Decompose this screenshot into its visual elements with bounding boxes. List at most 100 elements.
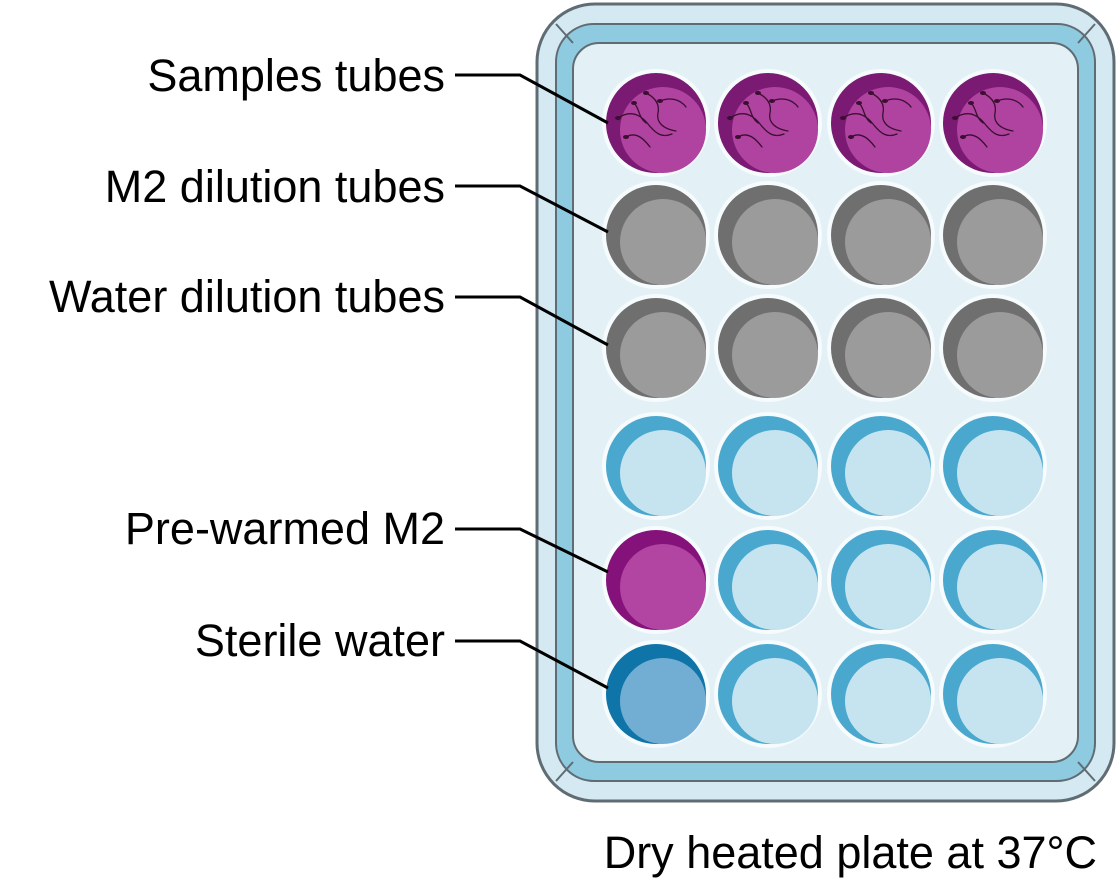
well-empty-r5-c2 <box>714 526 822 634</box>
well-empty-r4-c1 <box>602 412 710 520</box>
specimen-trace <box>842 113 898 137</box>
well-empty-r4-c3 <box>827 412 935 520</box>
well-liquid <box>620 430 706 516</box>
well-liquid <box>957 87 1043 173</box>
specimen-head <box>623 135 629 139</box>
specimen-trace <box>645 92 677 132</box>
well-empty-r6-c3 <box>827 640 935 748</box>
leader-line-m2-dilution-tubes <box>455 184 609 234</box>
specimen-head <box>848 135 854 139</box>
leader-line-samples-tubes <box>455 73 609 125</box>
specimen-head <box>868 91 874 95</box>
specimen-head <box>631 101 637 105</box>
well-sample-r1-c2 <box>714 69 822 177</box>
well-liquid <box>620 199 706 285</box>
well-liquid <box>732 658 818 744</box>
well-gray-r2-c2 <box>714 181 822 289</box>
well-liquid <box>957 199 1043 285</box>
leader-line-sterile-water <box>455 639 609 690</box>
specimen-head <box>960 135 966 139</box>
specimen-head <box>615 116 621 120</box>
label-sterile-water: Sterile water <box>195 615 609 690</box>
well-liquid <box>620 544 706 630</box>
well-liquid <box>845 312 931 398</box>
well-empty-r6-c4 <box>939 640 1047 748</box>
well-liquid <box>620 87 706 173</box>
well-grid <box>602 69 1047 748</box>
heated-plate <box>535 2 1116 803</box>
specimen-trace <box>729 113 785 137</box>
label-pre-warmed-m2-text: Pre-warmed M2 <box>125 503 445 554</box>
well-gray-r2-c1 <box>602 181 710 289</box>
labels: Samples tubes M2 dilution tubes Water di… <box>49 50 609 690</box>
specimen-head <box>735 135 741 139</box>
plate-corner-lines <box>555 23 1096 782</box>
well-liquid <box>845 658 931 744</box>
specimen-head <box>856 101 862 105</box>
well-sample-r1-c4 <box>939 69 1047 177</box>
well-liquid <box>845 544 931 630</box>
specimen-trace <box>870 92 902 132</box>
specimen-head <box>755 91 761 95</box>
well-sample-r1-c3 <box>827 69 935 177</box>
well-liquid <box>845 430 931 516</box>
label-samples-tubes: Samples tubes <box>147 50 609 125</box>
specimen-head <box>657 99 663 103</box>
label-sterile-water-text: Sterile water <box>195 615 445 666</box>
specimen-trace <box>954 113 1010 137</box>
sample-specimen-marks <box>615 91 687 148</box>
specimen-head <box>980 91 986 95</box>
caption: Dry heated plate at 37°C <box>604 827 1097 878</box>
label-samples-tubes-text: Samples tubes <box>147 50 445 101</box>
well-liquid <box>620 658 706 744</box>
well-gray-r3-c2 <box>714 294 822 402</box>
label-water-dilution-tubes-text: Water dilution tubes <box>49 271 445 322</box>
well-water-r6-c1 <box>602 640 710 748</box>
specimen-head <box>994 99 1000 103</box>
sample-specimen-marks <box>727 91 799 148</box>
well-gray-r2-c3 <box>827 181 935 289</box>
specimen-trace <box>617 113 673 137</box>
specimen-trace <box>757 92 789 132</box>
well-m2-r5-c1 <box>602 526 710 634</box>
specimen-trace <box>982 92 1014 132</box>
well-liquid <box>732 87 818 173</box>
label-water-dilution-tubes: Water dilution tubes <box>49 271 609 347</box>
well-liquid <box>957 658 1043 744</box>
well-empty-r5-c3 <box>827 526 935 634</box>
well-sample-r1-c1 <box>602 69 710 177</box>
well-empty-r4-c4 <box>939 412 1047 520</box>
label-pre-warmed-m2: Pre-warmed M2 <box>125 503 609 574</box>
specimen-head <box>727 116 733 120</box>
well-empty-r6-c2 <box>714 640 822 748</box>
specimen-head <box>769 99 775 103</box>
well-liquid <box>957 430 1043 516</box>
well-liquid <box>732 430 818 516</box>
well-gray-r3-c3 <box>827 294 935 402</box>
specimen-head <box>840 116 846 120</box>
label-m2-dilution-tubes: M2 dilution tubes <box>105 161 609 234</box>
well-empty-r5-c4 <box>939 526 1047 634</box>
well-gray-r2-c4 <box>939 181 1047 289</box>
specimen-head <box>968 101 974 105</box>
well-liquid <box>620 312 706 398</box>
well-liquid <box>845 199 931 285</box>
well-liquid <box>957 544 1043 630</box>
well-liquid <box>732 199 818 285</box>
well-gray-r3-c1 <box>602 294 710 402</box>
well-liquid <box>732 312 818 398</box>
sample-specimen-marks <box>840 91 912 148</box>
specimen-head <box>643 91 649 95</box>
sample-specimen-marks <box>952 91 1024 148</box>
leader-line-water-dilution-tubes <box>455 295 609 347</box>
leader-line-pre-warmed-m2 <box>455 527 609 574</box>
well-gray-r3-c4 <box>939 294 1047 402</box>
well-liquid <box>732 544 818 630</box>
well-liquid <box>845 87 931 173</box>
specimen-head <box>952 116 958 120</box>
well-empty-r4-c2 <box>714 412 822 520</box>
well-liquid <box>957 312 1043 398</box>
specimen-head <box>882 99 888 103</box>
specimen-head <box>743 101 749 105</box>
